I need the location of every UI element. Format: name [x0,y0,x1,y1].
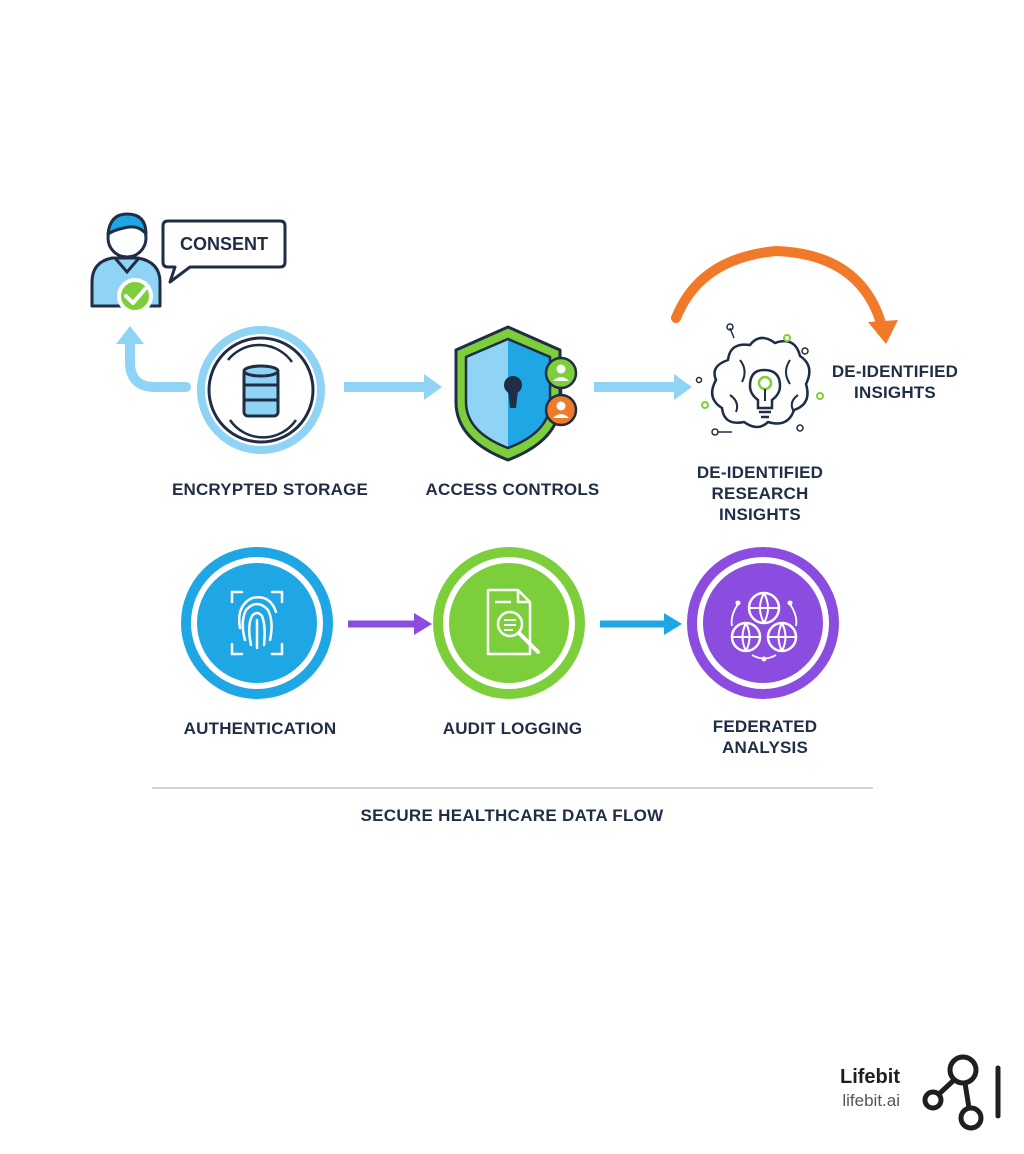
output-insights-label: DE-IDENTIFIED INSIGHTS [815,361,975,403]
research-insights-line1: DE-IDENTIFIED [696,463,824,482]
curved-arrow [671,245,885,325]
brand-name: Lifebit [840,1066,900,1088]
consent-label: CONSENT [179,234,268,254]
federated-analysis-label: FEDERATED ANALYSIS [670,716,860,758]
federated-line1: FEDERATED [712,717,818,736]
user-badge-orange-icon [544,393,578,427]
brain-lightbulb-icon [695,323,824,436]
authentication-label: AUTHENTICATION [183,719,337,738]
user-badge-green-icon [544,356,578,390]
diagram-title: SECURE HEALTHCARE DATA FLOW [360,806,664,825]
shield-icon [454,325,562,462]
check-badge-icon [117,278,153,314]
lifebit-logo-icon [922,1054,1001,1131]
audit-logging-label: AUDIT LOGGING [442,719,583,738]
document-search-icon [433,547,585,699]
consent-bubble [161,219,287,284]
federated-line2: ANALYSIS [722,738,808,757]
research-insights-line2: RESEARCH [711,484,809,503]
database-icon [197,326,325,454]
encrypted-storage-label: ENCRYPTED STORAGE [171,480,369,499]
fingerprint-icon [181,547,333,699]
output-insights-line1: DE-IDENTIFIED [831,362,959,381]
output-insights-line2: INSIGHTS [854,383,936,402]
arrow-storage-to-person [125,333,191,392]
research-insights-label: DE-IDENTIFIED RESEARCH INSIGHTS [660,462,860,525]
brand-url: lifebit.ai [842,1091,900,1110]
access-controls-label: ACCESS CONTROLS [425,480,600,499]
globe-network-icon [687,547,839,699]
divider [152,787,873,789]
research-insights-line3: INSIGHTS [719,505,801,524]
